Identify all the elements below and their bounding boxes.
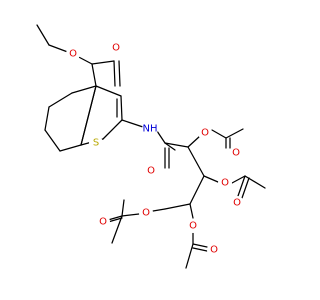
bond: [164, 142, 176, 151]
bond: [189, 175, 205, 205]
bonds: [36, 24, 266, 269]
bond: [118, 60, 121, 87]
bond: [95, 85, 122, 97]
bond: [36, 24, 50, 46]
acetate4-oxygen-single: O: [142, 208, 150, 219]
bond: [107, 217, 123, 223]
bond: [231, 175, 246, 184]
acetate2-oxygen-single: O: [221, 178, 229, 189]
bond: [156, 130, 166, 144]
bond: [187, 146, 205, 177]
bond: [107, 215, 123, 221]
thiophene-sulfur: S: [93, 138, 99, 149]
bond: [121, 199, 125, 217]
bond: [152, 208, 166, 212]
acetate3-oxygen-single: O: [189, 221, 197, 232]
bond: [187, 135, 201, 148]
bond: [121, 213, 140, 217]
bond: [241, 177, 250, 199]
bond: [59, 144, 82, 152]
amide-oxygen: O: [147, 166, 155, 177]
bond: [113, 60, 116, 87]
acetate1-oxygen-single: O: [201, 128, 209, 139]
ester-oxygen-single: O: [69, 49, 77, 60]
bond: [203, 175, 219, 183]
bond: [48, 92, 73, 108]
molecule-svg: O O NH S O O O O O O O O O: [36, 24, 266, 269]
bond: [164, 142, 189, 148]
bond: [211, 129, 227, 139]
ester-oxygen-double: O: [112, 43, 120, 54]
bond: [80, 85, 97, 146]
bond: [44, 129, 61, 152]
acetate1-oxygen-double: O: [232, 148, 240, 159]
bond: [192, 247, 208, 252]
bond: [120, 95, 123, 121]
bond: [164, 203, 191, 210]
acetate2-oxygen-double: O: [233, 198, 241, 209]
bond: [244, 175, 266, 189]
bond: [185, 243, 194, 269]
bond: [225, 128, 244, 139]
bond: [102, 119, 123, 140]
bond: [237, 175, 246, 197]
bond: [192, 243, 208, 248]
bond: [121, 119, 144, 128]
bond: [111, 215, 123, 244]
molecule-structure-diagram: O O NH S O O O O O O O O O: [36, 24, 266, 269]
amide-nitrogen: NH: [143, 124, 158, 135]
bond: [71, 85, 97, 94]
acetate3-oxygen-double: O: [210, 245, 218, 256]
bond: [91, 60, 115, 65]
bond: [189, 203, 194, 219]
acetate4-oxygen-double: O: [99, 217, 107, 228]
atom-labels: O O NH S O O O O O O O O O: [66, 41, 244, 257]
bond: [91, 63, 97, 87]
bond: [44, 106, 50, 131]
